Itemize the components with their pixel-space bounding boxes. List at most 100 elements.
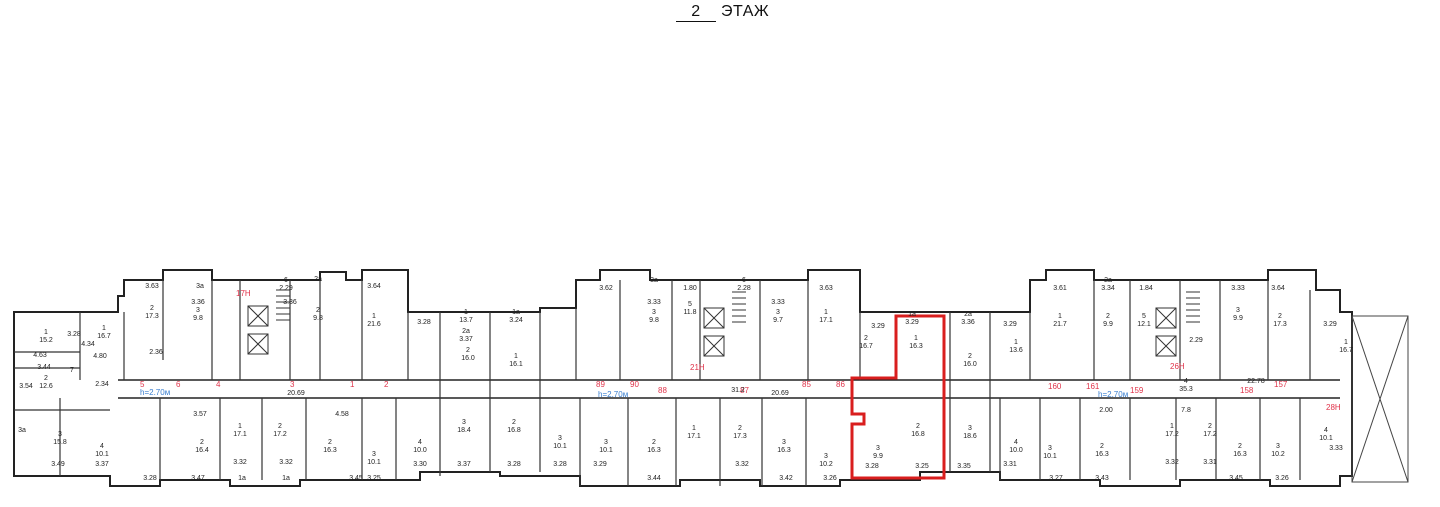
room-label: 3.63: [145, 283, 159, 290]
room-number: 1: [914, 335, 918, 342]
room-number: 3a: [18, 427, 26, 434]
end-structure: [1351, 315, 1409, 483]
room-area: 10.2: [819, 461, 833, 468]
room-number: 2: [316, 307, 320, 314]
room-number: 3: [1236, 307, 1240, 314]
red-label: 21Н: [690, 363, 705, 372]
room-label: 29.8: [313, 307, 323, 322]
room-area: 17.3: [1273, 321, 1287, 328]
room-area: 3.25: [367, 475, 381, 482]
room-area: 3.24: [509, 317, 523, 324]
room-label: 29.9: [1103, 313, 1113, 328]
room-label: 20.69: [287, 390, 305, 397]
room-label: 3.28: [507, 461, 521, 468]
floor-label: ЭТАЖ: [720, 3, 770, 20]
room-area: 3.29: [1003, 321, 1017, 328]
room-label: 217.2: [273, 423, 287, 438]
corridor-height-3: h=2.70м: [1098, 390, 1128, 399]
room-label: 116.3: [909, 335, 923, 350]
room-label: 2.00: [1099, 407, 1113, 414]
room-area: 3.54: [19, 383, 33, 390]
room-number: 1: [1014, 339, 1018, 346]
room-label: 1.84: [1139, 285, 1153, 292]
room-area: 10.1: [95, 451, 109, 458]
room-label: 3.29: [871, 323, 885, 330]
room-area: 1a: [282, 475, 290, 482]
room-area: 3.25: [915, 463, 929, 470]
room-number: 1: [372, 313, 376, 320]
room-area: 31.2: [731, 387, 745, 394]
room-label: 3.30: [413, 461, 427, 468]
room-number: 3: [462, 419, 466, 426]
room-number: 2: [652, 439, 656, 446]
room-area: 21.6: [367, 321, 381, 328]
red-label: 28Н: [1326, 403, 1341, 412]
room-area: 3.28: [865, 463, 879, 470]
room-area: 3.26: [1275, 475, 1289, 482]
room-area: 3.47: [191, 475, 205, 482]
room-number: 2: [968, 353, 972, 360]
room-label: 1.80: [683, 285, 697, 292]
room-label: 216.0: [461, 347, 475, 362]
room-area: 3.29: [905, 319, 919, 326]
room-label: 3.33: [771, 299, 785, 306]
highlighted-apartment: [850, 314, 946, 480]
room-label: 216.3: [647, 439, 661, 454]
room-number: 5: [1142, 313, 1146, 320]
room-area: 16.3: [909, 343, 923, 350]
room-area: 18.4: [457, 427, 471, 434]
room-label: 315.8: [53, 431, 67, 446]
room-number: 3: [1048, 445, 1052, 452]
room-area: 17.1: [233, 431, 247, 438]
room-area: 3.43: [1095, 475, 1109, 482]
red-label: 3: [290, 380, 295, 389]
red-label: 159: [1130, 386, 1144, 395]
room-area: 3.64: [367, 283, 381, 290]
red-label: 88: [658, 386, 667, 395]
red-label: 157: [1274, 380, 1288, 389]
room-number: 2: [44, 375, 48, 382]
room-label: 3.62: [599, 285, 613, 292]
room-area: 3.28: [143, 475, 157, 482]
room-number: 2a: [1104, 277, 1112, 284]
room-area: 16.8: [911, 431, 925, 438]
room-label: 3.47: [191, 475, 205, 482]
room-label: 3.31: [1003, 461, 1017, 468]
room-number: 3: [876, 445, 880, 452]
room-label: 39.9: [1233, 307, 1243, 322]
room-area: 16.4: [195, 447, 209, 454]
room-area: 16.1: [509, 361, 523, 368]
room-number: 2: [1238, 443, 1242, 450]
room-number: 5: [688, 301, 692, 308]
room-label: 3.44: [647, 475, 661, 482]
room-label: 2.29: [1189, 337, 1203, 344]
room-label: 1a3.29: [905, 311, 919, 326]
room-label: 3.32: [1165, 459, 1179, 466]
room-area: 3.29: [593, 461, 607, 468]
room-area: 3.36: [961, 319, 975, 326]
room-label: 4.58: [335, 411, 349, 418]
room-area: 3.33: [1329, 445, 1343, 452]
room-label: 1a: [238, 475, 246, 482]
room-label: 216.7: [859, 335, 873, 350]
room-label: 310.1: [367, 451, 381, 466]
room-area: 22.78: [1247, 378, 1265, 385]
room-number: 1: [692, 425, 696, 432]
room-area: 2.34: [95, 381, 109, 388]
room-area: 21.7: [1053, 321, 1067, 328]
room-area: 9.8: [649, 317, 659, 324]
room-label: 310.2: [1271, 443, 1285, 458]
room-label: 117.1: [233, 423, 247, 438]
room-number: 1: [1170, 423, 1174, 430]
room-number: 3: [1276, 443, 1280, 450]
room-area: 1.84: [1139, 285, 1153, 292]
room-number: 1: [464, 309, 468, 316]
room-label: 4.80: [93, 353, 107, 360]
room-label: 3.29: [593, 461, 607, 468]
room-area: 3.36: [191, 299, 205, 306]
room-label: 3.36: [283, 299, 297, 306]
red-label: 160: [1048, 382, 1062, 391]
room-area: 17.1: [687, 433, 701, 440]
room-label: 410.1: [1319, 427, 1333, 442]
room-area: 3.57: [193, 411, 207, 418]
